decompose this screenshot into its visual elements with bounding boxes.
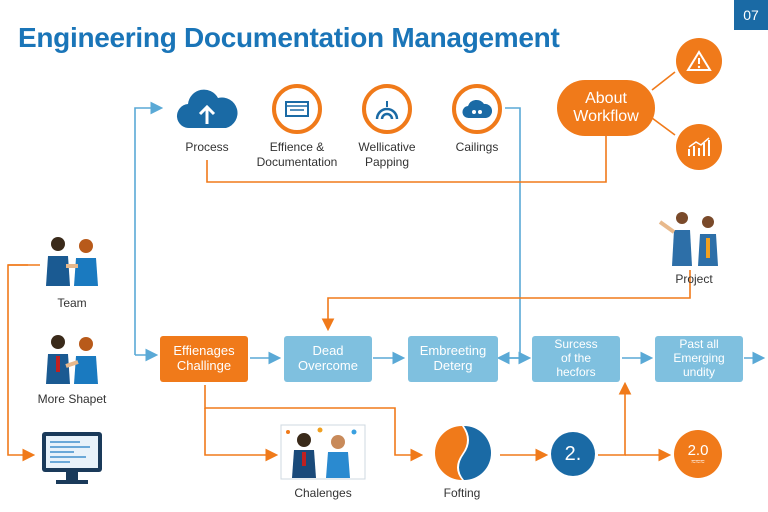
- monitor-icon: [40, 430, 104, 491]
- step-number-two: 2.: [551, 432, 595, 476]
- node-label-project: Project: [675, 272, 713, 286]
- node-label-team: Team: [57, 296, 87, 310]
- node-label-process: Process: [185, 140, 229, 154]
- page-title: Engineering Documentation Management: [18, 22, 560, 53]
- project-team-illustration: [650, 208, 730, 273]
- people-ideas-illustration: [280, 424, 366, 485]
- node-label-cailings: Cailings: [455, 140, 499, 154]
- step-number-sublabel: ≈≈≈: [691, 456, 705, 466]
- half-circle-icon: [432, 424, 492, 487]
- step-number-two-point-zero: 2.0 ≈≈≈: [674, 430, 722, 478]
- flow-box-success[interactable]: Surcess of the hecfors: [532, 336, 620, 382]
- step-number-value: 2.0: [687, 441, 709, 459]
- box-icon: [272, 84, 322, 134]
- node-label-documentation: Effience & Documentation: [256, 140, 338, 169]
- flow-box-challenge[interactable]: Effienages Challinge: [160, 336, 248, 382]
- node-label-more-shapet: More Shapet: [37, 392, 107, 406]
- cloud-upload-icon: [176, 86, 238, 137]
- growth-chart-icon: [676, 124, 722, 170]
- node-label-fofting: Fofting: [443, 486, 481, 500]
- flow-box-emerging[interactable]: Past all Emerging undity: [655, 336, 743, 382]
- flow-box-deterg[interactable]: Embreeting Deterg: [408, 336, 498, 382]
- signal-arc-icon: [362, 84, 412, 134]
- cloud-icon: [452, 84, 502, 134]
- node-label-papping: Wellicative Papping: [358, 140, 416, 169]
- warning-icon: [676, 38, 722, 84]
- team-discussion-illustration: [38, 330, 106, 391]
- node-label-chalenges: Chalenges: [294, 486, 352, 500]
- about-workflow-button[interactable]: About Workflow: [557, 80, 655, 136]
- flow-box-dead-overcome[interactable]: Dead Overcome: [284, 336, 372, 382]
- page-number-badge: 07: [734, 0, 768, 30]
- team-meeting-illustration: [38, 232, 106, 293]
